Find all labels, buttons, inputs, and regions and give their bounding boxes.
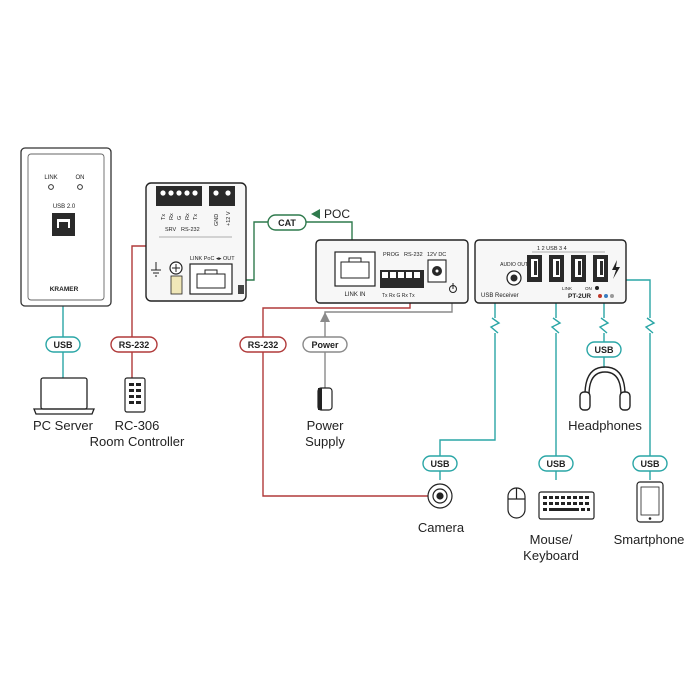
brand-logo: KRAMER bbox=[50, 286, 79, 293]
badge-label: CAT bbox=[278, 218, 296, 228]
badge-label: USB bbox=[546, 459, 566, 469]
wireless-icon bbox=[598, 317, 610, 334]
link-poc-label: LINK PoC ◂▸ OUT bbox=[190, 256, 235, 262]
badge-rs232-camera: RS-232 bbox=[239, 336, 287, 353]
wireless-icon bbox=[550, 317, 562, 334]
power-supply-icon bbox=[317, 387, 333, 411]
camera-icon bbox=[427, 483, 453, 509]
poc-arrow-icon bbox=[311, 209, 320, 219]
ground-symbol-icon bbox=[151, 262, 161, 277]
badge-usb-pc: USB bbox=[45, 336, 81, 353]
wireless-icon bbox=[489, 317, 501, 334]
rj45-port bbox=[189, 263, 233, 295]
pin-label: G bbox=[177, 216, 183, 220]
pin-label: Rx bbox=[185, 213, 191, 220]
cat-cable bbox=[242, 221, 353, 281]
headphones-icon bbox=[579, 366, 631, 411]
model-label: PT-2UR bbox=[568, 293, 591, 300]
usb-ports bbox=[527, 255, 608, 282]
mouse-icon bbox=[507, 487, 526, 519]
badge-label: Power bbox=[311, 340, 339, 350]
badge-usb-headphones: USB bbox=[586, 341, 622, 358]
power-arrow-icon bbox=[320, 312, 330, 322]
usb-receiver-label: USB Receiver bbox=[481, 293, 519, 299]
badge-label: USB bbox=[53, 340, 73, 350]
transmitter-device: Tx Rx G Rx Tx GND +12 V SRV RS-232 LINK … bbox=[145, 182, 247, 302]
pin-label: Rx bbox=[169, 213, 175, 220]
badge-usb-smartphone: USB bbox=[632, 455, 668, 472]
srv-label: SRV bbox=[165, 227, 177, 233]
pin-labels: Tx Rx G Rx Tx bbox=[382, 293, 415, 299]
wireless-icon bbox=[644, 317, 656, 334]
badge-usb-mouse: USB bbox=[538, 455, 574, 472]
rc306-label: RC-306 bbox=[115, 418, 160, 433]
badge-label: RS-232 bbox=[248, 340, 279, 350]
poc-label: POC bbox=[324, 207, 350, 221]
link-in-label: LINK IN bbox=[344, 292, 365, 298]
on-led bbox=[77, 184, 83, 190]
usb-port-label: USB 2.0 bbox=[53, 204, 76, 210]
on-led-label: ON bbox=[76, 175, 85, 181]
status-dot-grey bbox=[610, 294, 614, 298]
badge-label: RS-232 bbox=[119, 340, 150, 350]
dc-label: 12V DC bbox=[427, 252, 446, 258]
wallplate-device: LINK ON USB 2.0 KRAMER bbox=[20, 147, 112, 307]
power-supply-label-2: Supply bbox=[305, 434, 345, 449]
camera-label: Camera bbox=[418, 520, 465, 535]
badge-rs232-rc306: RS-232 bbox=[110, 336, 158, 353]
badge-cat: CAT bbox=[267, 214, 307, 231]
badge-label: USB bbox=[640, 459, 660, 469]
power-supply-label-1: Power bbox=[307, 418, 345, 433]
laptop-icon bbox=[33, 377, 95, 415]
audio-out-label: AUDIO OUT bbox=[500, 262, 528, 268]
link-led bbox=[48, 184, 54, 190]
prog-label: PROG bbox=[383, 252, 399, 258]
keypad-icon bbox=[124, 377, 146, 413]
smartphone-icon bbox=[636, 481, 664, 523]
on-label: ON bbox=[585, 286, 592, 291]
usb-header-label: 1 2 USB 3 4 bbox=[537, 246, 567, 252]
wireless-symbols bbox=[489, 317, 656, 334]
status-dot-blue bbox=[604, 294, 608, 298]
headphones-label: Headphones bbox=[568, 418, 642, 433]
extender-device: LINK IN PROG RS-232 12V DC Tx Rx G Rx Tx bbox=[315, 239, 469, 304]
pin-label: Tx bbox=[161, 214, 167, 220]
rs232-label: RS-232 bbox=[404, 252, 423, 258]
rs232-terminal-block bbox=[156, 186, 202, 206]
pin-label: Tx bbox=[193, 214, 199, 220]
badge-label: USB bbox=[594, 345, 614, 355]
receiver-device: AUDIO OUT USB Receiver 1 2 USB 3 4 LINK … bbox=[474, 239, 627, 304]
rs232-label: RS-232 bbox=[181, 227, 200, 233]
power-terminal-block bbox=[209, 186, 235, 206]
keyboard-icon bbox=[538, 491, 595, 520]
badge-power: Power bbox=[302, 336, 348, 353]
link-led-label: LINK bbox=[44, 175, 57, 181]
pin-label: GND bbox=[214, 214, 220, 226]
mouse-label: Mouse/ bbox=[530, 532, 573, 547]
smartphone-label: Smartphone bbox=[614, 532, 685, 547]
pc-server-label: PC Server bbox=[33, 418, 94, 433]
keyboard-label: Keyboard bbox=[523, 548, 579, 563]
badge-usb-camera: USB bbox=[422, 455, 458, 472]
pin-label: +12 V bbox=[226, 211, 232, 226]
rs232-cable-camera bbox=[262, 302, 430, 497]
status-dot-red bbox=[598, 294, 602, 298]
link-label: LINK bbox=[562, 286, 572, 291]
badges: USB RS-232 CAT RS-232 Power USB USB USB bbox=[45, 214, 668, 472]
usb-power-icon bbox=[612, 260, 620, 279]
room-controller-label: Room Controller bbox=[90, 434, 185, 449]
badge-label: USB bbox=[430, 459, 450, 469]
